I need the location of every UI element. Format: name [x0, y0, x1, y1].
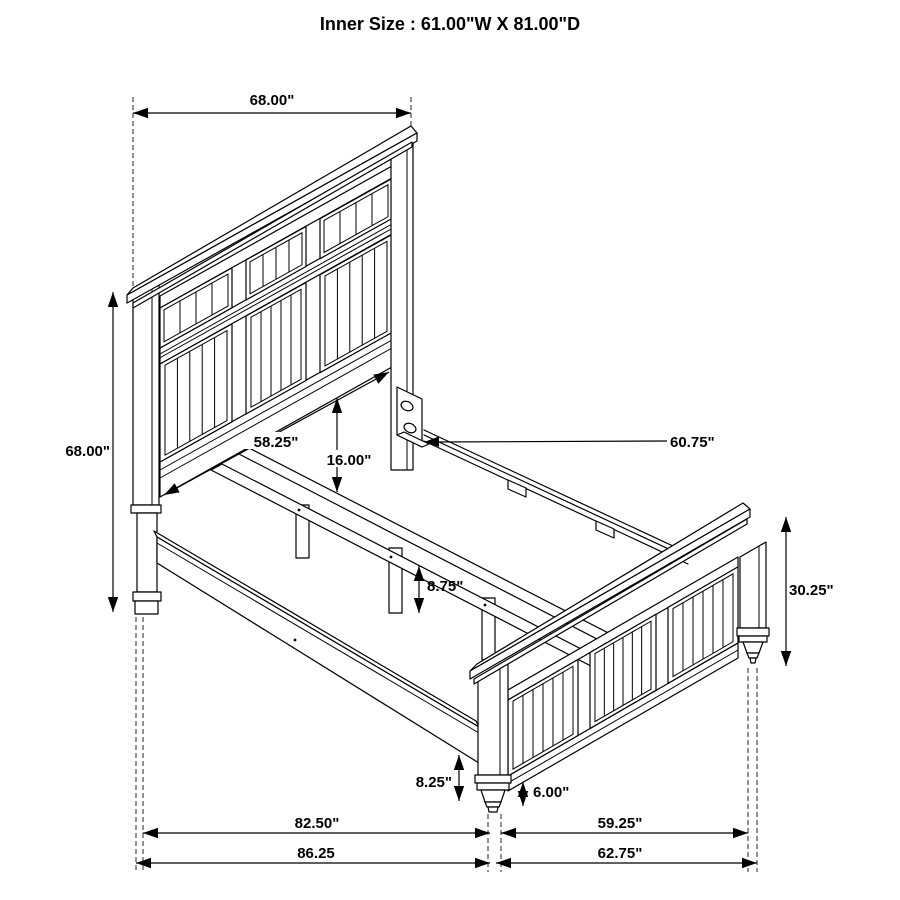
bracket-hole: [403, 422, 417, 434]
dimension-lines: [107, 107, 792, 869]
bracket-hole: [400, 400, 414, 412]
arrowhead: [424, 436, 440, 447]
footboard: [469, 502, 770, 813]
arrowhead: [143, 827, 158, 839]
arrowhead: [331, 477, 343, 492]
arrowhead: [413, 566, 425, 581]
slat-hook: [595, 520, 615, 539]
arrowhead: [780, 517, 792, 532]
arrowhead: [475, 857, 490, 869]
diagram-title: Inner Size : 61.00"W X 81.00"D: [320, 14, 580, 34]
dim-headboard-width: 68.00": [250, 92, 295, 109]
footboard-right-post: [739, 541, 767, 629]
dim-overall-depth: 86.25: [297, 845, 335, 862]
headboard-panels: [159, 177, 393, 463]
dim-footboard-height: 30.25": [789, 582, 834, 599]
panel-inset: [250, 288, 302, 409]
headboard: [126, 125, 418, 615]
footboard-panels: [507, 566, 739, 777]
arrowhead: [136, 857, 151, 869]
arrowhead: [453, 786, 465, 801]
arrowhead: [164, 483, 180, 495]
arrowhead: [107, 597, 119, 612]
panel-inset: [164, 329, 228, 457]
arrowhead: [107, 292, 119, 307]
arrowhead: [331, 398, 343, 413]
panel-inset: [324, 240, 388, 367]
headboard-left-post: [132, 283, 160, 506]
arrowhead: [413, 598, 425, 613]
dim-side-rail-length: 60.75": [670, 434, 715, 451]
dim-inner-depth: 82.50": [295, 815, 340, 832]
panel-inset: [249, 231, 303, 295]
footboard-right-foot: [742, 641, 764, 654]
footboard-cap: [469, 508, 751, 680]
dim-footboard-inner-width: 59.25": [598, 815, 643, 832]
dim-foot-height: 6.00": [533, 784, 569, 801]
dim-center-leg-height: 8.75": [427, 578, 463, 595]
center-support-rails: [210, 447, 656, 682]
side-rail-bracket: [396, 386, 430, 448]
headboard-cap: [126, 132, 418, 304]
center-rail-near: [210, 463, 621, 682]
headboard-left-foot: [134, 600, 159, 615]
panel-inset: [163, 273, 229, 343]
metal-side-rail: [423, 429, 689, 565]
arrowhead: [496, 857, 511, 869]
arrowhead: [475, 827, 490, 839]
dim-footboard-overall: 62.75": [598, 845, 643, 862]
arrowhead: [517, 791, 529, 806]
arrowhead: [133, 107, 148, 119]
arrowhead: [742, 857, 757, 869]
arrowhead: [501, 827, 516, 839]
arrowhead: [373, 372, 389, 384]
arrowhead: [780, 651, 792, 666]
dim-under-clearance: 16.00": [327, 452, 372, 469]
arrowhead: [453, 755, 465, 770]
label-backdrop: [317, 450, 380, 467]
footboard-left-foot: [480, 789, 506, 803]
arrowhead: [733, 827, 748, 839]
dimension-labels: 68.00" 68.00" 58.25" 16.00" 60.75" 8.75"…: [65, 92, 833, 862]
extension-lines: [132, 97, 758, 872]
leader-line: [431, 440, 668, 443]
dim-rail-to-floor: 8.25": [416, 774, 452, 791]
label-backdrop: [245, 432, 306, 449]
dim-headboard-inner-width: 58.25": [254, 434, 299, 451]
slat-hook: [507, 479, 527, 498]
panel-inset: [323, 183, 389, 254]
dim-headboard-height: 68.00": [65, 443, 110, 460]
side-rail-near: [153, 530, 480, 764]
arrowhead: [396, 107, 411, 119]
